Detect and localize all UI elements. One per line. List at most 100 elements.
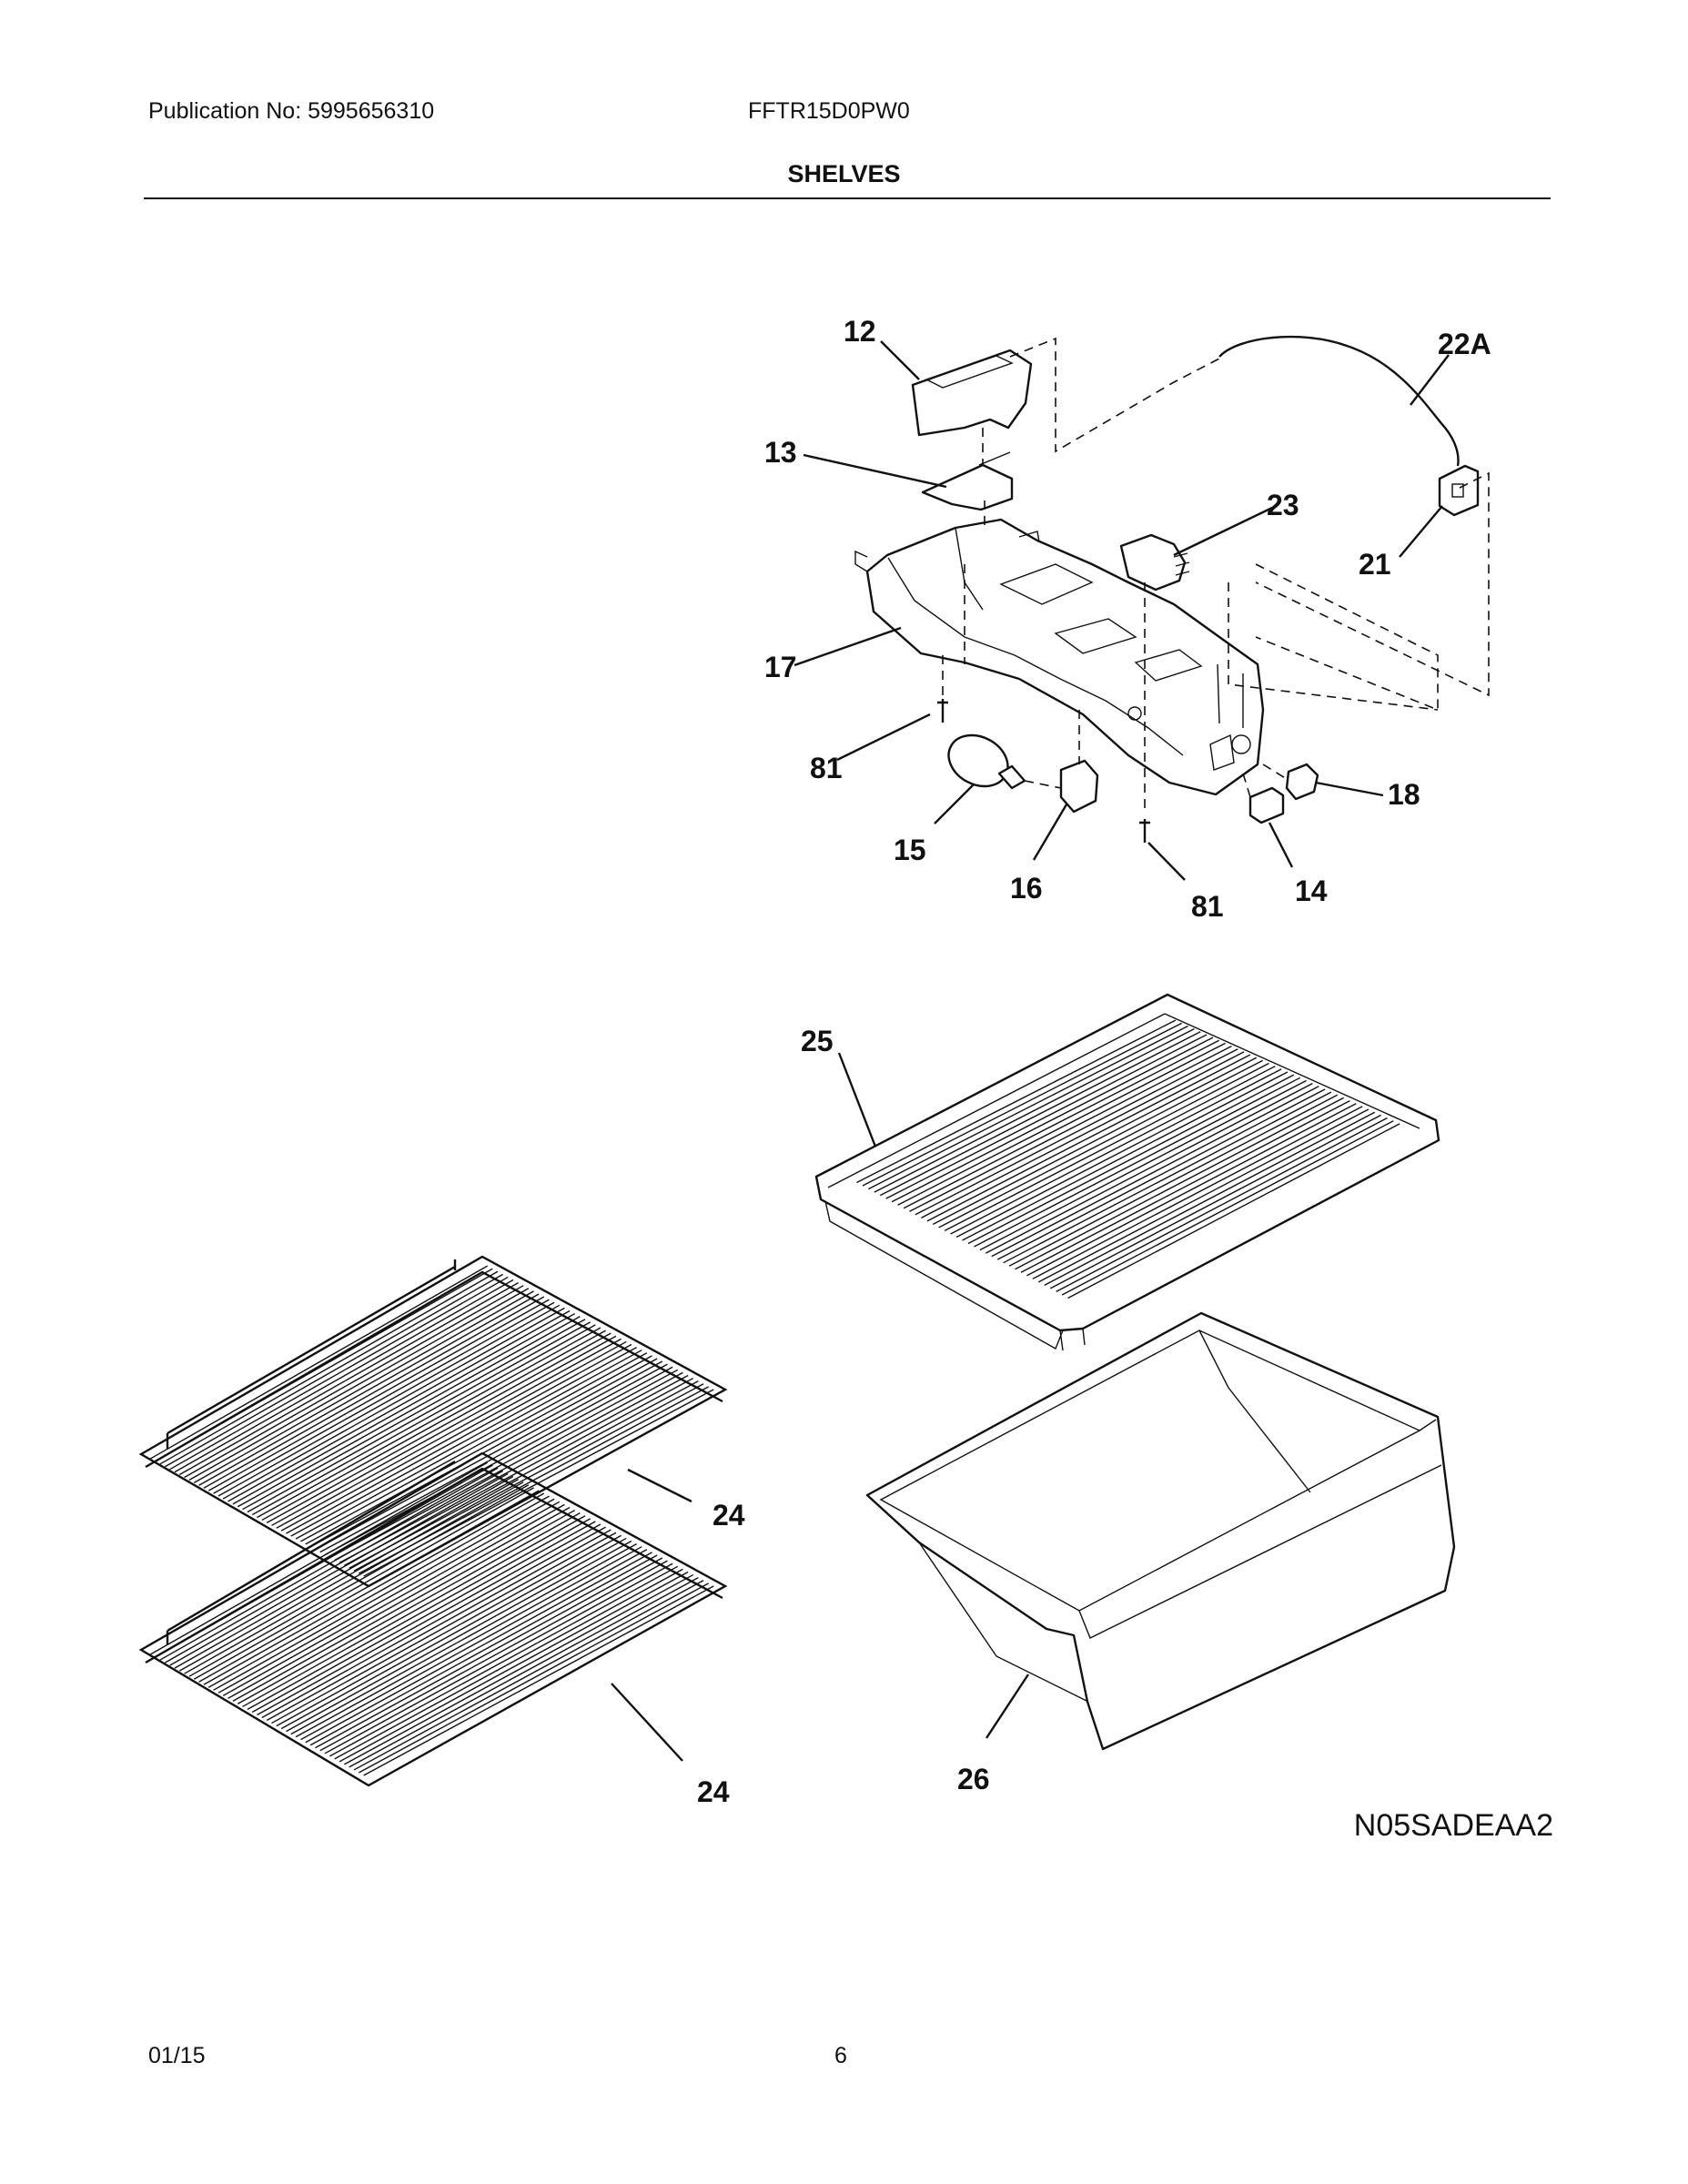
shelf-rod: [315, 1557, 663, 1749]
cover-rib: [1008, 1094, 1339, 1267]
callout-15: 15: [894, 834, 926, 866]
shelf-rod: [344, 1573, 694, 1765]
callout-21: 21: [1359, 548, 1391, 581]
shelf-rod: [349, 1577, 699, 1768]
cover-rib: [1037, 1108, 1370, 1283]
shelf-rod: [309, 1358, 658, 1548]
shelf-rod: [261, 1330, 606, 1522]
shelf-rod: [290, 1542, 637, 1735]
cover-rib: [1026, 1103, 1357, 1277]
shelf-rod: [213, 1498, 555, 1691]
shelf-rod: [276, 1338, 622, 1529]
shelf-rod: [174, 1279, 514, 1473]
shelf-rod: [247, 1321, 591, 1513]
drawing-code: N05SADEAA2: [1353, 1808, 1553, 1843]
cover-rib: [891, 1036, 1214, 1203]
wire-harness-part: [1218, 335, 1460, 467]
cover-rib: [879, 1031, 1201, 1197]
header-divider: [144, 197, 1551, 199]
callout-23: 23: [1267, 489, 1299, 521]
cover-rib: [962, 1071, 1289, 1241]
shelf-rod: [329, 1565, 679, 1757]
cover-rib: [979, 1079, 1307, 1251]
callout-13: 13: [764, 436, 797, 469]
shelf-rod: [280, 1537, 627, 1730]
cover-rib: [1044, 1111, 1376, 1286]
cover-rib: [985, 1083, 1313, 1254]
shelf-rod: [261, 1526, 606, 1719]
knob-part: [1285, 763, 1319, 801]
cover-rib: [862, 1022, 1183, 1187]
shelf-rod: [178, 1281, 519, 1476]
model-number: FFTR15D0PW0: [748, 98, 910, 124]
shelf-rod: [203, 1296, 545, 1489]
callout-25: 25: [801, 1025, 834, 1057]
shelf-rod: [207, 1299, 550, 1491]
cover-rib: [1056, 1117, 1388, 1293]
shelf-rod: [193, 1487, 534, 1680]
shelf-rod: [237, 1316, 581, 1508]
shelf-rod: [247, 1518, 591, 1711]
screw-part: [937, 699, 948, 723]
shelf-rod: [242, 1515, 586, 1708]
cover-rib: [1061, 1120, 1394, 1296]
shelf-rod: [353, 1580, 704, 1771]
shelf-rod: [324, 1562, 673, 1754]
cover-rib: [1015, 1097, 1344, 1270]
cover-rib: [874, 1028, 1195, 1193]
cover-rib: [974, 1077, 1301, 1248]
page-number: 6: [834, 2043, 847, 2068]
cover-rib: [915, 1048, 1238, 1216]
shelf-rod: [217, 1501, 561, 1694]
shelf-rod: [319, 1363, 668, 1553]
shelf-rod: [324, 1366, 673, 1556]
shelf-rod: [217, 1304, 561, 1497]
shelf-rod: [271, 1532, 617, 1724]
shelf-wires: [149, 1265, 714, 1577]
shelf-rod: [193, 1290, 534, 1483]
shelf-rod: [198, 1490, 540, 1683]
cover-rib: [944, 1062, 1269, 1232]
shelf-rod: [329, 1369, 679, 1559]
callout-22a: 22A: [1438, 328, 1491, 360]
shelf-rod: [280, 1340, 627, 1532]
footer-date: 01/15: [148, 2043, 206, 2068]
leader-lines: [611, 340, 1450, 1762]
screw-part: [1139, 819, 1150, 843]
cover-rib: [897, 1039, 1220, 1206]
shelf-rod: [286, 1540, 632, 1733]
cover-rib: [938, 1059, 1263, 1228]
shelf-rod: [276, 1534, 622, 1727]
shelf-rod: [344, 1377, 694, 1566]
shelf-rod: [242, 1319, 586, 1511]
shelf-rod: [227, 1506, 571, 1699]
shelf-rod: [159, 1467, 499, 1661]
light-housing-assembly: [854, 335, 1490, 843]
switch-part: [1438, 464, 1480, 517]
shelf-rod: [339, 1374, 689, 1564]
cover-rib: [955, 1068, 1282, 1239]
cover-rib: [1049, 1114, 1381, 1289]
cover-rib: [926, 1054, 1251, 1222]
shelf-rod: [266, 1332, 612, 1523]
shelf-rod: [222, 1503, 565, 1696]
cover-rib: [932, 1057, 1258, 1225]
light-housing-body: [854, 518, 1265, 796]
callout-17: 17: [764, 651, 797, 683]
cover-rib: [996, 1088, 1326, 1260]
crisper-pan-part: [865, 1311, 1456, 1751]
shelf-rod: [237, 1512, 581, 1705]
shelf-rod: [164, 1470, 503, 1663]
cover-rib: [1032, 1106, 1363, 1279]
cover-rib: [921, 1051, 1245, 1218]
assembly-dashed-lines: [942, 337, 1490, 810]
shelf-rod: [266, 1529, 612, 1722]
shelf-rod: [213, 1301, 555, 1494]
section-title: SHELVES: [787, 160, 901, 187]
cover-ribs: [856, 1019, 1400, 1299]
button-part: [1248, 786, 1285, 824]
callout-16: 16: [1010, 872, 1043, 905]
shelf-rod: [305, 1552, 652, 1744]
shelf-rod: [174, 1475, 514, 1669]
